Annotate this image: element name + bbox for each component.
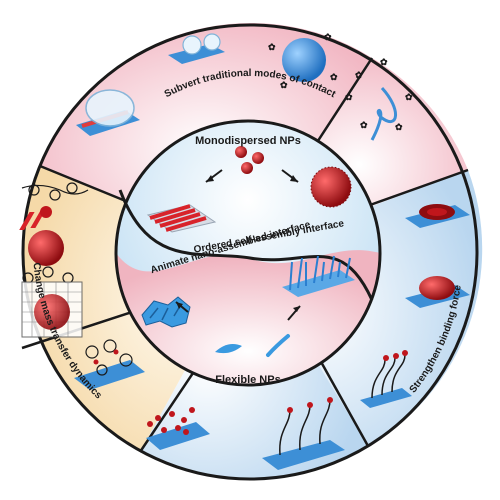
svg-text:✿: ✿ <box>324 32 332 42</box>
svg-text:✿: ✿ <box>330 72 338 82</box>
flexible-nps-title: Flexible NPs <box>215 374 280 386</box>
flexible-nps <box>141 296 301 357</box>
svg-text:✿: ✿ <box>360 120 368 130</box>
monodispersed-nps-title: Monodispersed NPs <box>195 135 301 147</box>
binding-force-illustration <box>360 204 470 408</box>
svg-text:✿: ✿ <box>345 92 353 102</box>
ordered-nanowire-array <box>19 204 217 233</box>
svg-text:✿: ✿ <box>280 80 288 90</box>
inner-circle <box>114 119 382 387</box>
contact-mode-illustration <box>76 33 225 136</box>
lower-left-illustration <box>74 339 210 450</box>
bottom-illustration <box>262 397 345 470</box>
mass-transfer-illustration <box>21 182 89 338</box>
svg-text:✿: ✿ <box>405 92 413 102</box>
svg-text:✿: ✿ <box>268 42 276 52</box>
svg-text:✿: ✿ <box>395 122 403 132</box>
spiky-nanostructure <box>282 255 355 297</box>
svg-text:✿: ✿ <box>380 57 388 67</box>
blue-sphere-illustration: ✿ ✿ ✿ ✿ ✿ ✿ ✿ ✿ ✿ ✿ <box>268 32 413 141</box>
monodispersed-nps <box>205 146 299 183</box>
svg-text:✿: ✿ <box>355 70 363 80</box>
supraparticle-sphere <box>310 166 352 208</box>
